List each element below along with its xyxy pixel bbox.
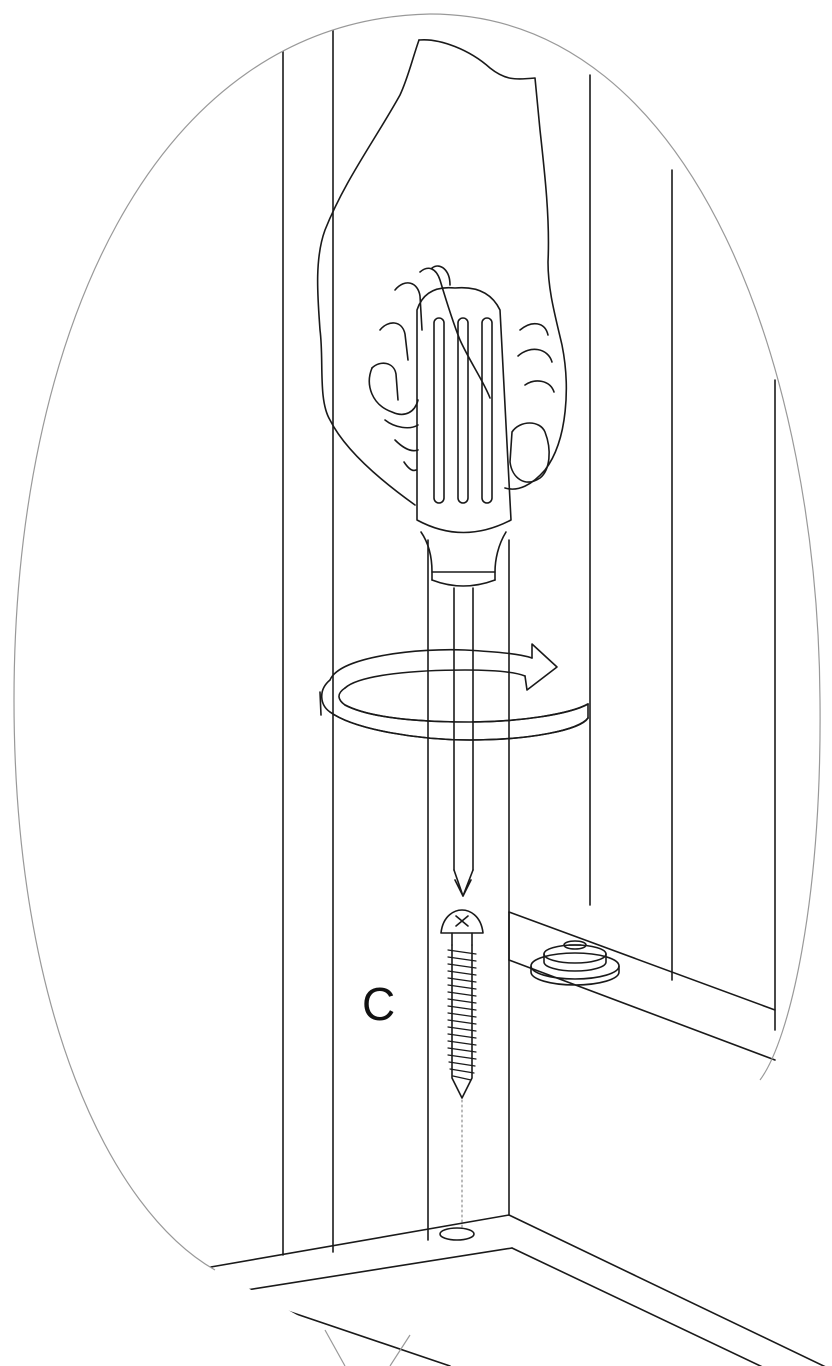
- cabinet-stile: [428, 540, 509, 1240]
- cabinet-side-rail: [509, 912, 775, 1060]
- part-label: C: [362, 978, 395, 1030]
- hand-icon: [318, 40, 567, 505]
- cabinet-back-panel: [283, 30, 775, 1255]
- screwdriver-icon: [417, 288, 511, 896]
- screw-icon: [441, 910, 483, 1098]
- magnifier-outline: [14, 14, 820, 1270]
- cabinet-bottom-shelf: [205, 1215, 832, 1366]
